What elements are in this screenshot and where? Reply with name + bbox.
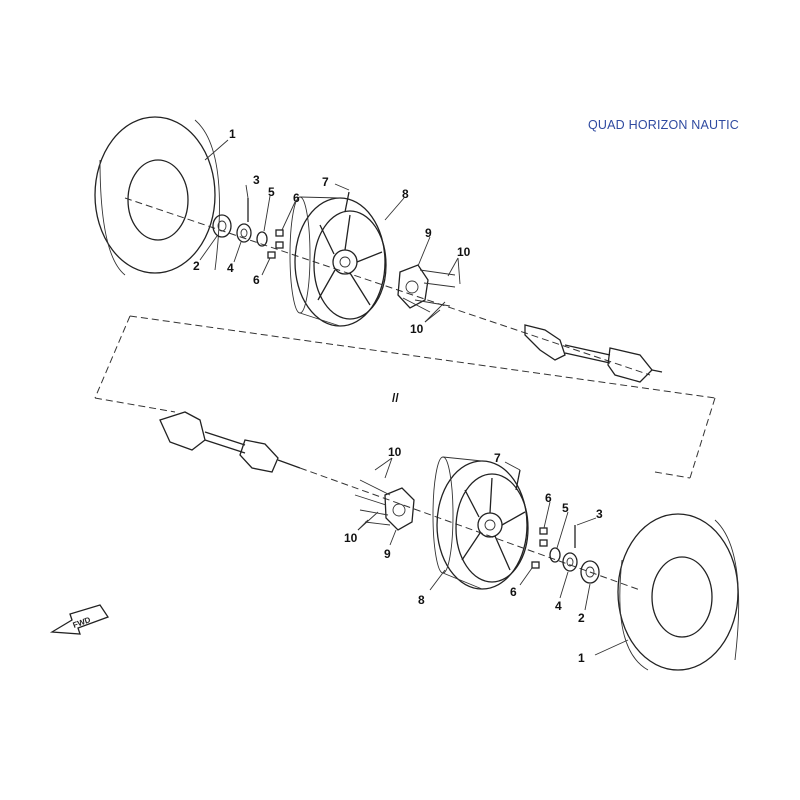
callout-10b-lower: 10	[344, 531, 358, 545]
callout-10a-lower: 10	[388, 445, 402, 459]
hub-cap-lower	[580, 560, 600, 584]
callout-8-upper: 8	[402, 187, 409, 201]
valve-stem-lower	[515, 469, 521, 491]
axle-centerline-upper	[124, 197, 651, 376]
callout-1-lower: 1	[578, 651, 585, 665]
hub-studs-upper	[402, 269, 456, 313]
callout-10b-upper: 10	[410, 322, 424, 336]
callout-3-upper: 3	[253, 173, 260, 187]
rim-lower	[432, 456, 529, 590]
callout-2-upper: 2	[193, 259, 200, 273]
lug-nuts-upper	[267, 229, 284, 259]
tire-lower	[617, 513, 740, 671]
callout-10a-upper: 10	[457, 245, 471, 259]
callout-3-lower: 3	[596, 507, 603, 521]
callout-1-upper: 1	[229, 127, 236, 141]
callout-6a-upper: 6	[293, 191, 300, 205]
callout-5-upper: 5	[268, 185, 275, 199]
callout-6a-lower: 6	[545, 491, 552, 505]
drive-shaft-lower	[159, 411, 301, 473]
callouts-lower: 1 2 3 4 5 6 6 7 8 9 10 10	[344, 445, 603, 665]
fwd-label: FWD	[72, 615, 92, 630]
hub-studs-lower	[354, 479, 391, 526]
callout-4-lower: 4	[555, 599, 562, 613]
callout-9-lower: 9	[384, 547, 391, 561]
callout-7-lower: 7	[494, 451, 501, 465]
break-mark: //	[392, 391, 399, 405]
callout-2-lower: 2	[578, 611, 585, 625]
rim-upper	[289, 196, 387, 327]
assembly-link-frame	[94, 315, 716, 479]
leader-lines	[199, 139, 629, 656]
callouts-upper: 1 2 3 4 5 6 6 7 8 9 10 10	[193, 127, 471, 336]
callout-6b-upper: 6	[253, 273, 260, 287]
castle-nut-lower	[562, 552, 578, 572]
callout-5-lower: 5	[562, 501, 569, 515]
axle-centerline-lower	[299, 467, 641, 591]
valve-stem-upper	[344, 191, 350, 213]
callout-9-upper: 9	[425, 226, 432, 240]
callout-6b-lower: 6	[510, 585, 517, 599]
wheel-hub-lower	[384, 487, 415, 531]
callout-4-upper: 4	[227, 261, 234, 275]
brand-label: QUAD HORIZON NAUTIC	[588, 118, 740, 132]
drive-shaft-upper	[524, 324, 663, 383]
hub-nut-upper	[212, 214, 232, 238]
lug-nuts-lower	[531, 527, 548, 569]
callout-7-upper: 7	[322, 175, 329, 189]
forward-direction-arrow: FWD	[49, 604, 109, 635]
washer-lower	[549, 547, 561, 563]
washer-upper	[256, 231, 268, 247]
castle-nut-upper	[236, 223, 252, 243]
tire-upper	[94, 116, 220, 276]
callout-8-lower: 8	[418, 593, 425, 607]
